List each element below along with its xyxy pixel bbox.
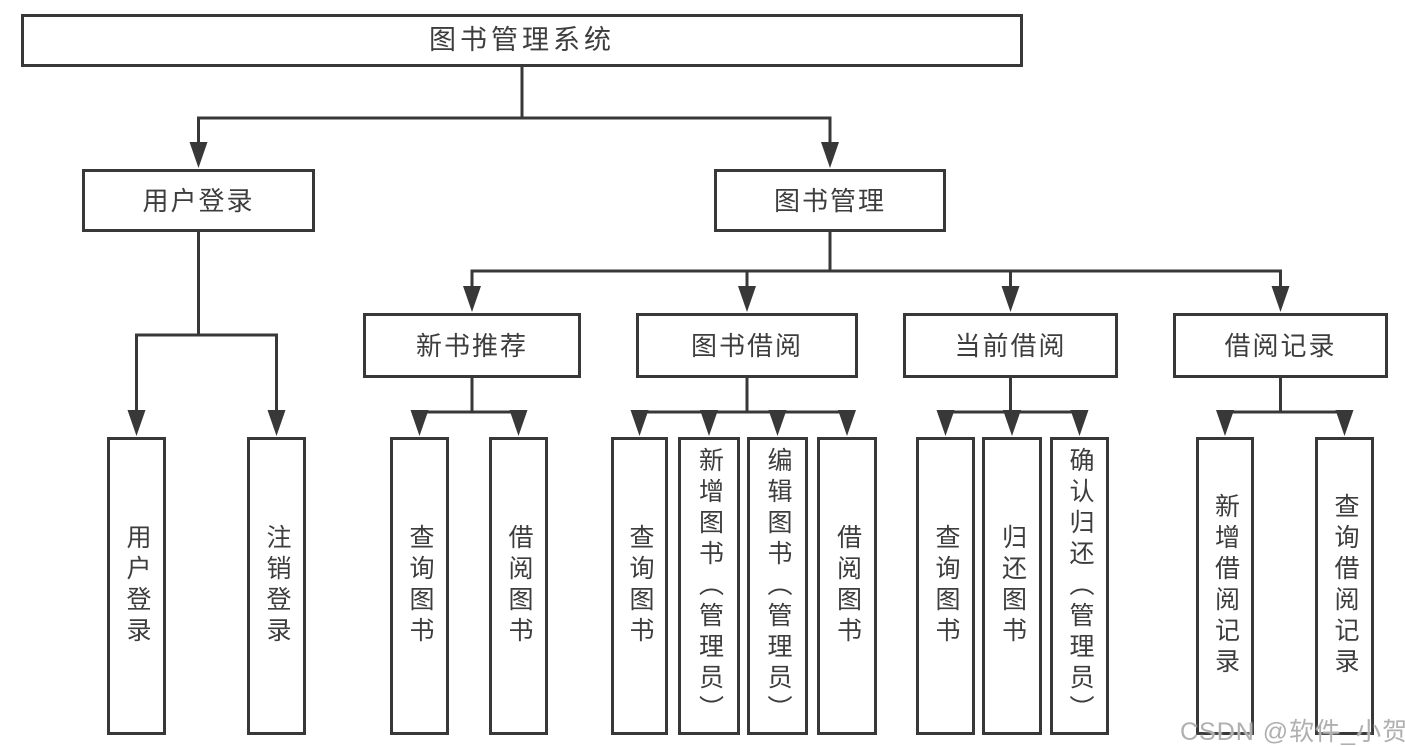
leaf-query-books-borrowing: 查询图书 — [611, 437, 668, 735]
node-label: 借阅图书 — [833, 524, 862, 648]
node-label: 新增图书（管理员） — [695, 446, 724, 726]
node-label: 用户登录 — [123, 524, 151, 648]
node-label: 用户登录 — [142, 185, 255, 216]
node-label: 当前借阅 — [954, 330, 1067, 361]
leaf-add-borrow-record: 新增借阅记录 — [1196, 437, 1254, 735]
node-label: 查询图书 — [932, 524, 960, 648]
node-label: 确认归还（管理员） — [1066, 446, 1094, 726]
node-label: 图书管理 — [773, 185, 886, 216]
node-label: 新增借阅记录 — [1211, 493, 1240, 679]
node-label: 新书推荐 — [415, 330, 528, 361]
arrowhead — [1216, 410, 1234, 436]
node-label: 查询图书 — [406, 524, 434, 648]
connector-user-login-to-children — [135, 230, 278, 414]
arrowhead — [1070, 410, 1089, 436]
arrowhead — [127, 410, 146, 436]
leaf-logout: 注销登录 — [247, 437, 306, 735]
arrowhead — [410, 410, 429, 436]
arrowhead — [189, 142, 208, 168]
leaf-query-borrow-record: 查询借阅记录 — [1315, 437, 1374, 735]
connector-book-mgmt-to-level3 — [470, 230, 1282, 291]
node-label: 归还图书 — [998, 524, 1027, 648]
arrowhead — [738, 286, 756, 312]
arrowhead — [1003, 410, 1021, 436]
leaf-confirm-return-admin: 确认归还（管理员） — [1050, 437, 1109, 735]
connector-root-to-level2 — [197, 65, 832, 146]
node-label: 图书借阅 — [690, 330, 803, 361]
arrowhead — [700, 410, 718, 436]
arrowhead — [768, 410, 787, 436]
node-label: 借阅记录 — [1224, 330, 1337, 361]
node-borrow-records: 借阅记录 — [1173, 313, 1388, 378]
node-label: 图书管理系统 — [429, 25, 615, 55]
node-label: 查询图书 — [626, 524, 654, 648]
node-new-book-recommend: 新书推荐 — [363, 313, 581, 378]
node-user-login: 用户登录 — [82, 169, 315, 232]
node-label: 查询借阅记录 — [1331, 493, 1359, 679]
arrowhead — [1001, 286, 1020, 312]
arrowhead — [838, 410, 856, 436]
connector-new-book-recommend-to-children — [418, 376, 520, 417]
connector-borrow-records-to-children — [1223, 376, 1346, 417]
arrowhead — [1335, 410, 1354, 436]
arrowhead — [509, 410, 528, 436]
leaf-edit-books-admin: 编辑图书（管理员） — [747, 437, 808, 735]
node-library-system: 图书管理系统 — [21, 14, 1023, 67]
arrowheads — [127, 142, 1354, 436]
leaf-add-books-admin: 新增图书（管理员） — [678, 437, 740, 735]
arrowhead — [821, 142, 839, 168]
node-book-management: 图书管理 — [714, 169, 946, 232]
leaf-user-login: 用户登录 — [107, 437, 166, 735]
leaf-query-books-recommend: 查询图书 — [390, 437, 449, 735]
arrowhead — [463, 286, 481, 312]
arrowhead — [936, 410, 955, 436]
leaf-return-books: 归还图书 — [982, 437, 1042, 735]
connector-book-borrowing-to-children — [638, 376, 849, 417]
leaf-borrow-books-borrowing: 借阅图书 — [817, 437, 877, 735]
arrowhead — [267, 410, 286, 436]
arrowhead — [630, 410, 649, 436]
node-label: 注销登录 — [263, 524, 291, 648]
node-book-borrowing: 图书借阅 — [636, 313, 858, 378]
leaf-query-books-current: 查询图书 — [916, 437, 975, 735]
leaf-borrow-books-recommend: 借阅图书 — [489, 437, 548, 735]
watermark: CSDN @软件_小贺同学 — [1180, 718, 1405, 746]
node-current-borrowing: 当前借阅 — [903, 313, 1118, 378]
node-label: 编辑图书（管理员） — [764, 446, 792, 726]
node-label: 借阅图书 — [505, 524, 533, 648]
arrowhead — [1271, 286, 1290, 312]
connector-current-borrowing-to-children — [944, 376, 1081, 417]
